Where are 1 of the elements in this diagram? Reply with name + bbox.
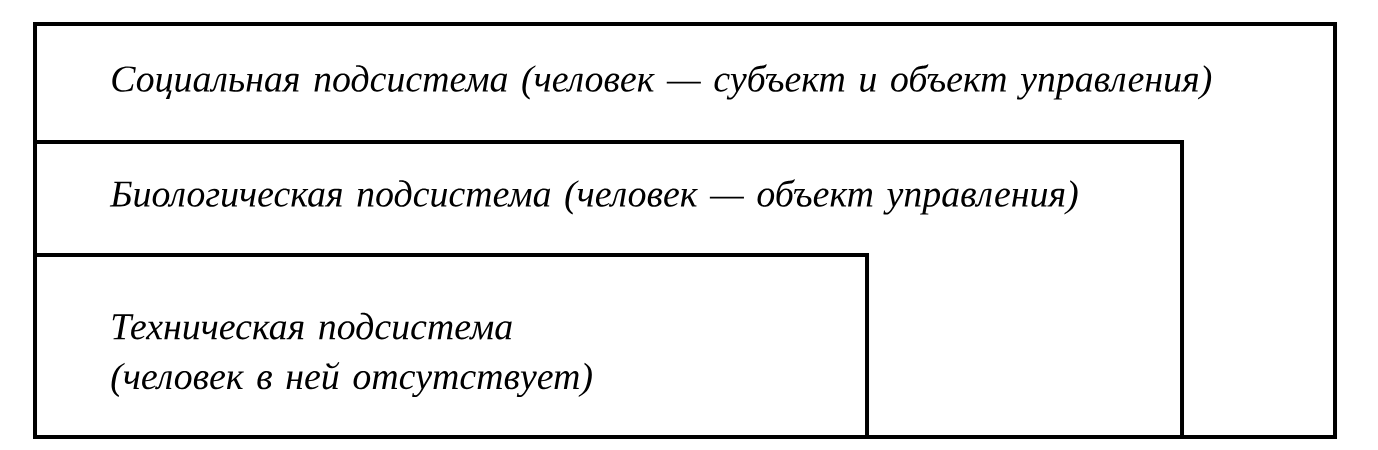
- subsystem-box: Техническая подсистема (человек в ней отсутствует): [33, 253, 869, 439]
